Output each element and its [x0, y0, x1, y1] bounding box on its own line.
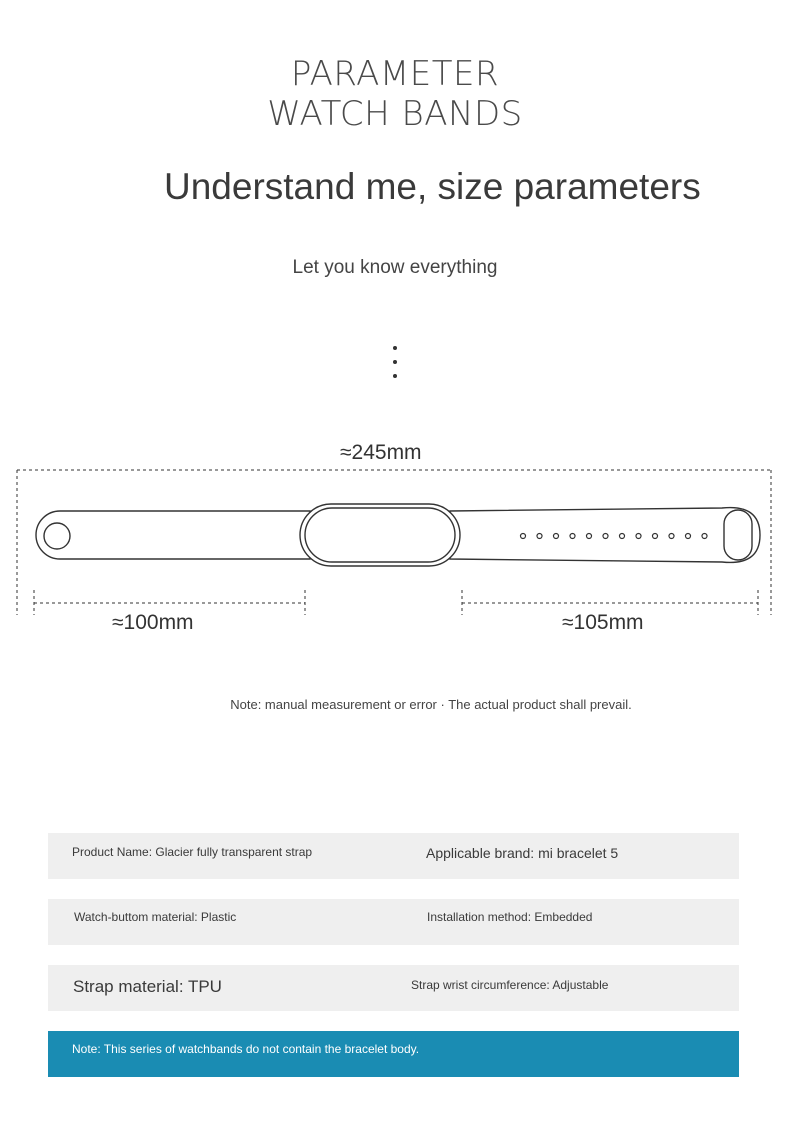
strap-hole [585, 532, 593, 540]
strap-hole [569, 532, 576, 540]
strap-hole [651, 532, 659, 540]
strap-hole [552, 532, 560, 540]
watch-band-diagram [16, 469, 772, 615]
strap-hole [536, 532, 543, 540]
spec-wrist-circumference: Strap wrist circumference: Adjustable [411, 978, 609, 992]
vertical-dots-divider [392, 346, 400, 388]
total-length-label: ≈245mm [340, 441, 422, 464]
note-banner: Note: This series of watchbands do not c… [48, 1031, 739, 1077]
spec-installation-method: Installation method: Embedded [427, 910, 593, 924]
spec-product-name: Product Name: Glacier fully transparent … [72, 845, 313, 859]
strap-hole [635, 532, 642, 540]
right-length-label: ≈105mm [562, 611, 644, 634]
strap-loop [723, 509, 753, 561]
left-strap [35, 510, 311, 560]
measurement-note: Note: manual measurement or error · The … [230, 697, 632, 712]
page-title-line1: PARAMETER [290, 54, 500, 94]
spec-applicable-brand: Applicable brand: mi bracelet 5 [426, 845, 619, 861]
strap-hole [701, 532, 708, 540]
headline: Understand me, size parameters [164, 166, 701, 207]
spec-row: Watch-buttom material: Plastic Installat… [48, 899, 739, 945]
subtitle: Let you know everything [292, 257, 498, 278]
left-length-label: ≈100mm [112, 611, 194, 634]
banner-note-text: Note: This series of watchbands do not c… [72, 1042, 420, 1056]
strap-holes [519, 532, 708, 540]
spec-row: Strap material: TPU Strap wrist circumfe… [48, 965, 739, 1011]
page-title-line2: WATCH BANDS [267, 94, 523, 134]
strap-hole [519, 532, 527, 540]
spec-row: Product Name: Glacier fully transparent … [48, 833, 739, 879]
strap-hole [684, 532, 692, 540]
strap-hole [602, 532, 609, 540]
dimension-lines [16, 469, 772, 615]
strap-hole [668, 532, 675, 540]
tracker-capsule-inner [304, 507, 456, 563]
strap-hole [618, 532, 626, 540]
spec-bottom-material: Watch-buttom material: Plastic [74, 910, 237, 924]
spec-strap-material: Strap material: TPU [73, 977, 222, 996]
buckle-pin [43, 522, 71, 550]
